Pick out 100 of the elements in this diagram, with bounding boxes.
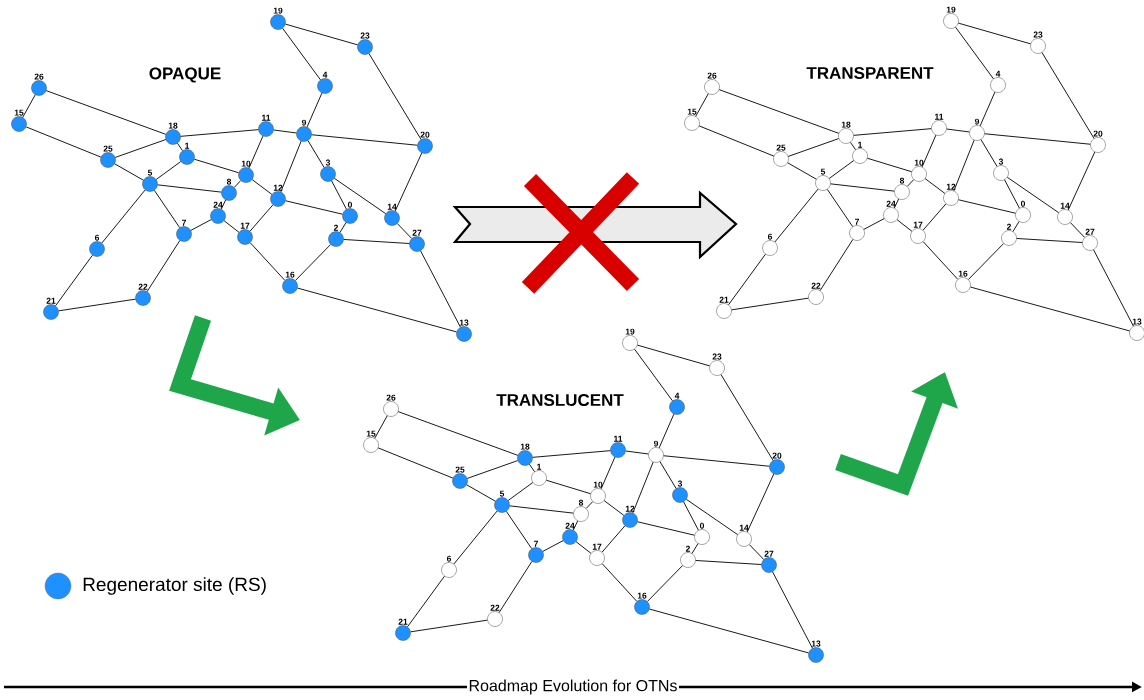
node-label: 27 <box>1085 228 1095 235</box>
node-label: 19 <box>625 328 635 335</box>
node-label: 9 <box>653 440 659 447</box>
legend-label: Regenerator site (RS) <box>83 577 266 595</box>
link-line <box>505 510 533 550</box>
node-label: 13 <box>459 319 469 326</box>
node-label: 6 <box>446 555 452 562</box>
node-label: 12 <box>946 183 956 190</box>
link-line <box>922 241 959 280</box>
link-line <box>946 128 970 133</box>
node-label: 5 <box>147 169 153 176</box>
link-line <box>22 94 36 118</box>
link-line <box>248 135 264 169</box>
node-label: 18 <box>841 121 851 128</box>
link-line <box>863 218 885 230</box>
node-label: 27 <box>412 229 422 236</box>
link-line <box>728 253 766 306</box>
node-label: 22 <box>811 282 821 289</box>
link-line <box>663 455 770 467</box>
link-line <box>407 575 445 628</box>
node-label: 24 <box>565 522 575 529</box>
link-line <box>683 501 699 531</box>
link-line <box>193 158 240 174</box>
node-label: 7 <box>534 540 538 547</box>
link-line <box>306 92 323 128</box>
link-line <box>953 139 975 192</box>
link-line <box>603 500 625 516</box>
link-line <box>685 498 739 536</box>
node-label: 26 <box>707 72 717 79</box>
link-line <box>396 223 413 239</box>
link-line <box>601 525 626 553</box>
link-line <box>625 450 649 455</box>
link-line <box>410 619 488 633</box>
link-line <box>787 138 840 157</box>
link-line <box>1016 238 1083 243</box>
link-line <box>251 179 273 195</box>
link-line <box>249 204 274 232</box>
node-label: 26 <box>386 394 396 401</box>
link-line <box>1041 52 1095 139</box>
link-line <box>1006 176 1060 214</box>
node-label: 11 <box>614 435 623 442</box>
node-label: 0 <box>347 201 353 208</box>
link-line <box>331 180 347 210</box>
node-label: 23 <box>1033 31 1043 38</box>
node-label: 5 <box>499 490 505 497</box>
node-label: 10 <box>914 159 924 166</box>
node-label: 13 <box>1132 318 1142 325</box>
node-label: 16 <box>637 592 647 599</box>
link-line <box>1069 222 1086 238</box>
link-line <box>984 133 1091 145</box>
link-line <box>731 297 809 311</box>
node-label: 26 <box>34 73 44 80</box>
link-line <box>830 183 895 192</box>
node-label: 7 <box>855 218 859 225</box>
link-line <box>695 93 709 117</box>
link-line <box>698 125 775 157</box>
node-label: 20 <box>420 131 430 138</box>
node-label: 16 <box>958 270 968 277</box>
node-label: 6 <box>94 234 100 241</box>
link-line <box>896 219 913 232</box>
node-label: 25 <box>103 145 113 152</box>
node-label: 18 <box>520 443 530 450</box>
link-line <box>177 142 183 152</box>
link-line <box>649 608 809 654</box>
link-line <box>659 461 677 489</box>
link-line <box>853 128 932 136</box>
node-label: 23 <box>712 353 722 360</box>
link-line <box>333 177 387 215</box>
link-line <box>774 188 819 243</box>
node-label: 20 <box>1093 130 1103 137</box>
node-label: 19 <box>946 6 956 13</box>
node-label: 21 <box>719 296 729 303</box>
link-line <box>658 413 675 449</box>
link-line <box>1012 221 1020 232</box>
link-line <box>958 22 1031 45</box>
link-line <box>58 298 136 312</box>
link-line <box>153 189 181 229</box>
link-line <box>368 53 422 140</box>
node-label: 17 <box>240 222 250 229</box>
node-label: 3 <box>325 159 331 166</box>
node-label: 14 <box>739 524 749 531</box>
node-label: 1 <box>185 142 190 149</box>
link-line <box>420 250 461 328</box>
link-line <box>720 374 774 461</box>
node-label: 12 <box>273 184 283 191</box>
link-line <box>220 199 227 210</box>
link-line <box>285 200 343 215</box>
link-line <box>921 134 937 168</box>
node-label: 1 <box>858 141 863 148</box>
link-line <box>601 563 638 602</box>
link-line <box>787 162 817 180</box>
link-line <box>297 287 457 333</box>
node-label: 20 <box>772 452 782 459</box>
link-line <box>866 157 913 173</box>
graph-title: TRANSPARENT <box>806 66 934 79</box>
link-line <box>311 134 418 146</box>
node-label: 23 <box>360 32 370 39</box>
link-line <box>146 240 181 292</box>
node-label: 17 <box>913 221 923 228</box>
link-line <box>906 179 915 187</box>
